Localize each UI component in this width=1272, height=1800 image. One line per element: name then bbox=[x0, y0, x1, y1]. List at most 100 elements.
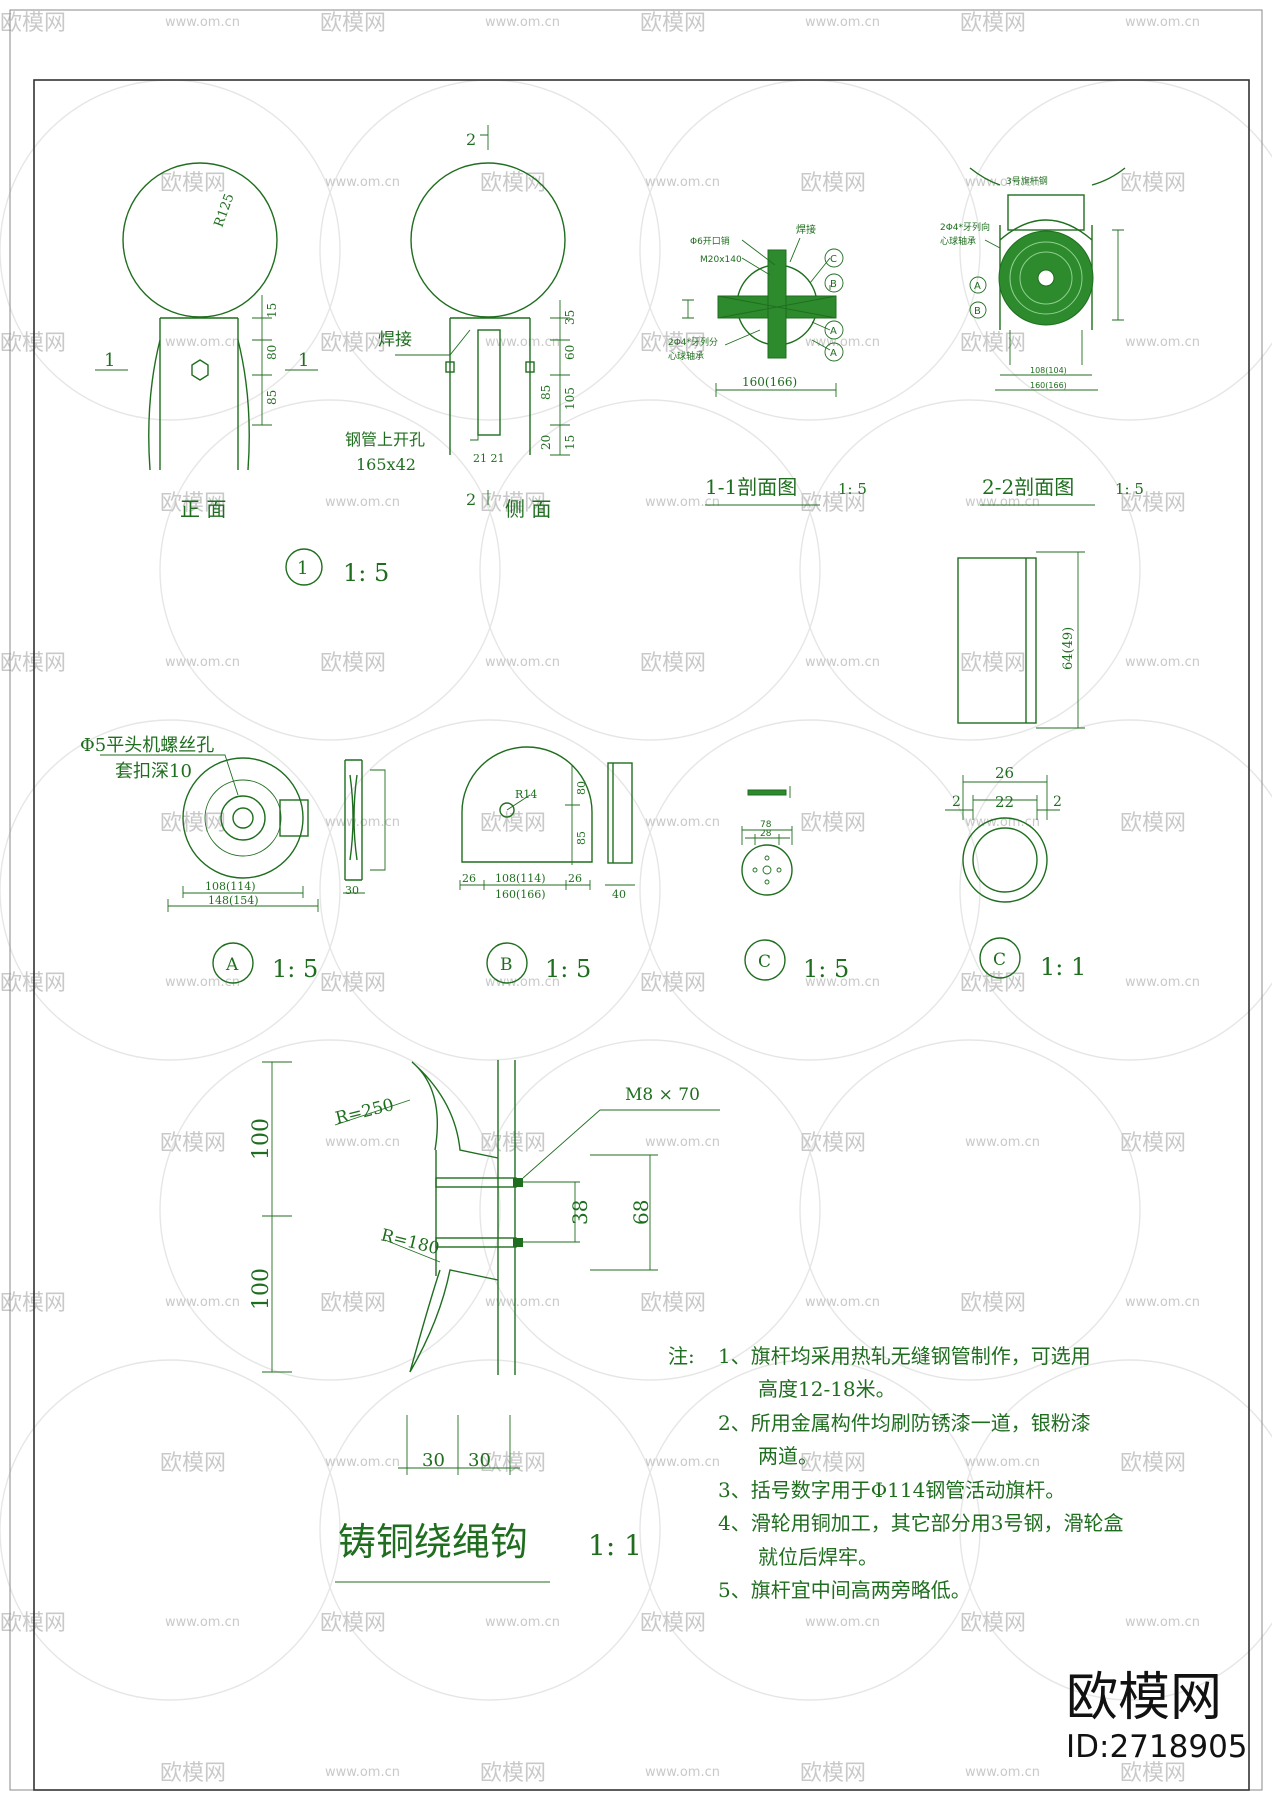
sec11-label-weld: 焊接 bbox=[796, 223, 816, 236]
detail-c5-marker: C bbox=[758, 952, 771, 972]
watermark-brand: 欧模网 bbox=[480, 171, 546, 196]
sec11-label-bearing1: 2Φ4*牙列分 bbox=[668, 336, 718, 348]
watermark-url: www.om.cn bbox=[485, 1295, 560, 1310]
detail-b-marker: B bbox=[500, 955, 513, 975]
watermark-brand: 欧模网 bbox=[640, 651, 706, 676]
watermark-brand: 欧模网 bbox=[960, 971, 1026, 996]
watermark-url: www.om.cn bbox=[325, 1455, 400, 1470]
watermark-brand: 欧模网 bbox=[960, 1291, 1026, 1316]
sec22-scale: 1: 5 bbox=[1115, 480, 1144, 498]
pipe-detail: 64(49) bbox=[957, 551, 1085, 729]
detail-b: R14 80 85 26 108(114) 26 160(166) 40 B 1… bbox=[459, 746, 635, 984]
note-5: 5、旗杆宜中间高两旁略低。 bbox=[718, 1578, 971, 1602]
drawing-frame bbox=[33, 79, 1250, 1791]
watermark-brand: 欧模网 bbox=[320, 11, 386, 36]
watermark-arcs bbox=[0, 79, 1272, 1701]
sec11-scale: 1: 5 bbox=[838, 480, 867, 498]
detail-a-note2: 套扣深10 bbox=[115, 761, 192, 782]
sec11-marker-a1: A bbox=[830, 326, 837, 337]
front-dim-85: 85 bbox=[265, 390, 279, 405]
detail-c-1-5: 78 28 C 1: 5 bbox=[741, 786, 849, 983]
watermark-url: www.om.cn bbox=[645, 815, 720, 830]
watermark-url: www.om.cn bbox=[165, 335, 240, 350]
watermark-brand: 欧模网 bbox=[1120, 171, 1186, 196]
detail-c1-dim-2b: 2 bbox=[1053, 794, 1062, 810]
hook-dim-68: 68 bbox=[629, 1200, 653, 1225]
side-view-caption: 侧 面 bbox=[505, 497, 551, 521]
watermark-url: www.om.cn bbox=[645, 175, 720, 190]
side-dim-105: 105 bbox=[563, 387, 577, 410]
detail-b-dim-85: 85 bbox=[575, 831, 588, 845]
hook-dim-30a: 30 bbox=[422, 1450, 445, 1471]
logo-id: ID:2718905 bbox=[1066, 1729, 1248, 1765]
watermark-brand: 欧模网 bbox=[640, 971, 706, 996]
detail-a-note1: Φ5平头机螺丝孔 bbox=[80, 735, 214, 756]
detail-1-scale: 1 1: 5 bbox=[285, 548, 389, 587]
watermark-url: www.om.cn bbox=[1125, 15, 1200, 30]
detail-c1-marker: C bbox=[993, 950, 1006, 970]
watermark-brand: 欧模网 bbox=[0, 1611, 66, 1636]
front-dim-15: 15 bbox=[265, 303, 279, 318]
watermark-brand: 欧模网 bbox=[800, 1451, 866, 1476]
watermark-brand: 欧模网 bbox=[0, 971, 66, 996]
hook-title: 铸铜绕绳钩 bbox=[338, 1520, 528, 1564]
detail-c1-scale: 1: 1 bbox=[1040, 953, 1086, 981]
sec22-marker-b: B bbox=[974, 306, 981, 317]
detail-a: Φ5平头机螺丝孔 套扣深10 108(114) 148(154) 30 A 1:… bbox=[80, 735, 386, 984]
watermark-brand: 欧模网 bbox=[0, 1291, 66, 1316]
sec22-caption: 2-2剖面图 bbox=[982, 475, 1074, 499]
watermark-url: www.om.cn bbox=[965, 1135, 1040, 1150]
watermark-brand: 欧模网 bbox=[960, 651, 1026, 676]
watermark-url: www.om.cn bbox=[645, 1135, 720, 1150]
side-hole-size: 165x42 bbox=[356, 455, 416, 474]
watermark-url: www.om.cn bbox=[965, 815, 1040, 830]
detail-c1-dim-26: 26 bbox=[995, 764, 1014, 782]
watermark-brand: 欧模网 bbox=[640, 1291, 706, 1316]
watermark-url: www.om.cn bbox=[1125, 1615, 1200, 1630]
watermark-brand: 欧模网 bbox=[320, 331, 386, 356]
sec11-caption: 1-1剖面图 bbox=[705, 475, 797, 499]
hook-dim-30b: 30 bbox=[468, 1450, 491, 1471]
watermark-brand: 欧模网 bbox=[160, 811, 226, 836]
watermark-url: www.om.cn bbox=[965, 1765, 1040, 1780]
watermark-brand: 欧模网 bbox=[480, 1131, 546, 1156]
detail-a-dim-148: 148(154) bbox=[208, 894, 259, 907]
sec11-label-bearing2: 心球轴承 bbox=[668, 350, 704, 362]
side-hole-label: 钢管上开孔 bbox=[345, 430, 425, 449]
watermark-brand: 欧模网 bbox=[320, 1291, 386, 1316]
watermark-url: www.om.cn bbox=[805, 15, 880, 30]
sec22-label-bearing1: 2Φ4*牙列向 bbox=[940, 221, 990, 233]
watermark-brand: 欧模网 bbox=[800, 1761, 866, 1786]
watermark-url: www.om.cn bbox=[965, 1455, 1040, 1470]
watermark-url: www.om.cn bbox=[645, 1455, 720, 1470]
watermark-url: www.om.cn bbox=[645, 495, 720, 510]
front-section-mark-left: 1 bbox=[104, 350, 115, 371]
watermark-brand: 欧模网 bbox=[160, 1131, 226, 1156]
hook-dim-100-lower: 100 bbox=[249, 1268, 274, 1310]
hook-dim-100-upper: 100 bbox=[249, 1118, 274, 1160]
watermark-brand: 欧模网 bbox=[640, 11, 706, 36]
sec22-marker-a: A bbox=[974, 281, 981, 292]
note-4-line2: 就位后焊牢。 bbox=[758, 1545, 878, 1569]
watermark-brand: 欧模网 bbox=[800, 1131, 866, 1156]
sec22-dim-inner: 108(104) bbox=[1030, 366, 1067, 375]
watermark-url: www.om.cn bbox=[1125, 335, 1200, 350]
watermark-brand: 欧模网 bbox=[320, 1611, 386, 1636]
watermark-brand: 欧模网 bbox=[800, 811, 866, 836]
sec11-marker-c: C bbox=[830, 254, 837, 265]
watermark-url: www.om.cn bbox=[165, 1295, 240, 1310]
watermark-url: www.om.cn bbox=[1125, 655, 1200, 670]
watermark-url: www.om.cn bbox=[1125, 975, 1200, 990]
detail-b-dim-26b: 26 bbox=[568, 872, 582, 885]
note-1-line2: 高度12-18米。 bbox=[758, 1377, 896, 1401]
watermark-brand: 欧模网 bbox=[0, 11, 66, 36]
watermark-brand: 欧模网 bbox=[160, 1451, 226, 1476]
hook-radius-upper: R=250 bbox=[333, 1095, 396, 1129]
detail-a-marker: A bbox=[225, 955, 239, 975]
detail-b-dim-40: 40 bbox=[612, 888, 626, 901]
note-4-line1: 4、滑轮用铜加工，其它部分用3号钢，滑轮盒 bbox=[718, 1511, 1123, 1535]
watermark-brand: 欧模网 bbox=[1120, 1131, 1186, 1156]
sec22-label-bearing2: 心球轴承 bbox=[940, 235, 976, 247]
front-section-mark-right: 1 bbox=[298, 350, 309, 371]
